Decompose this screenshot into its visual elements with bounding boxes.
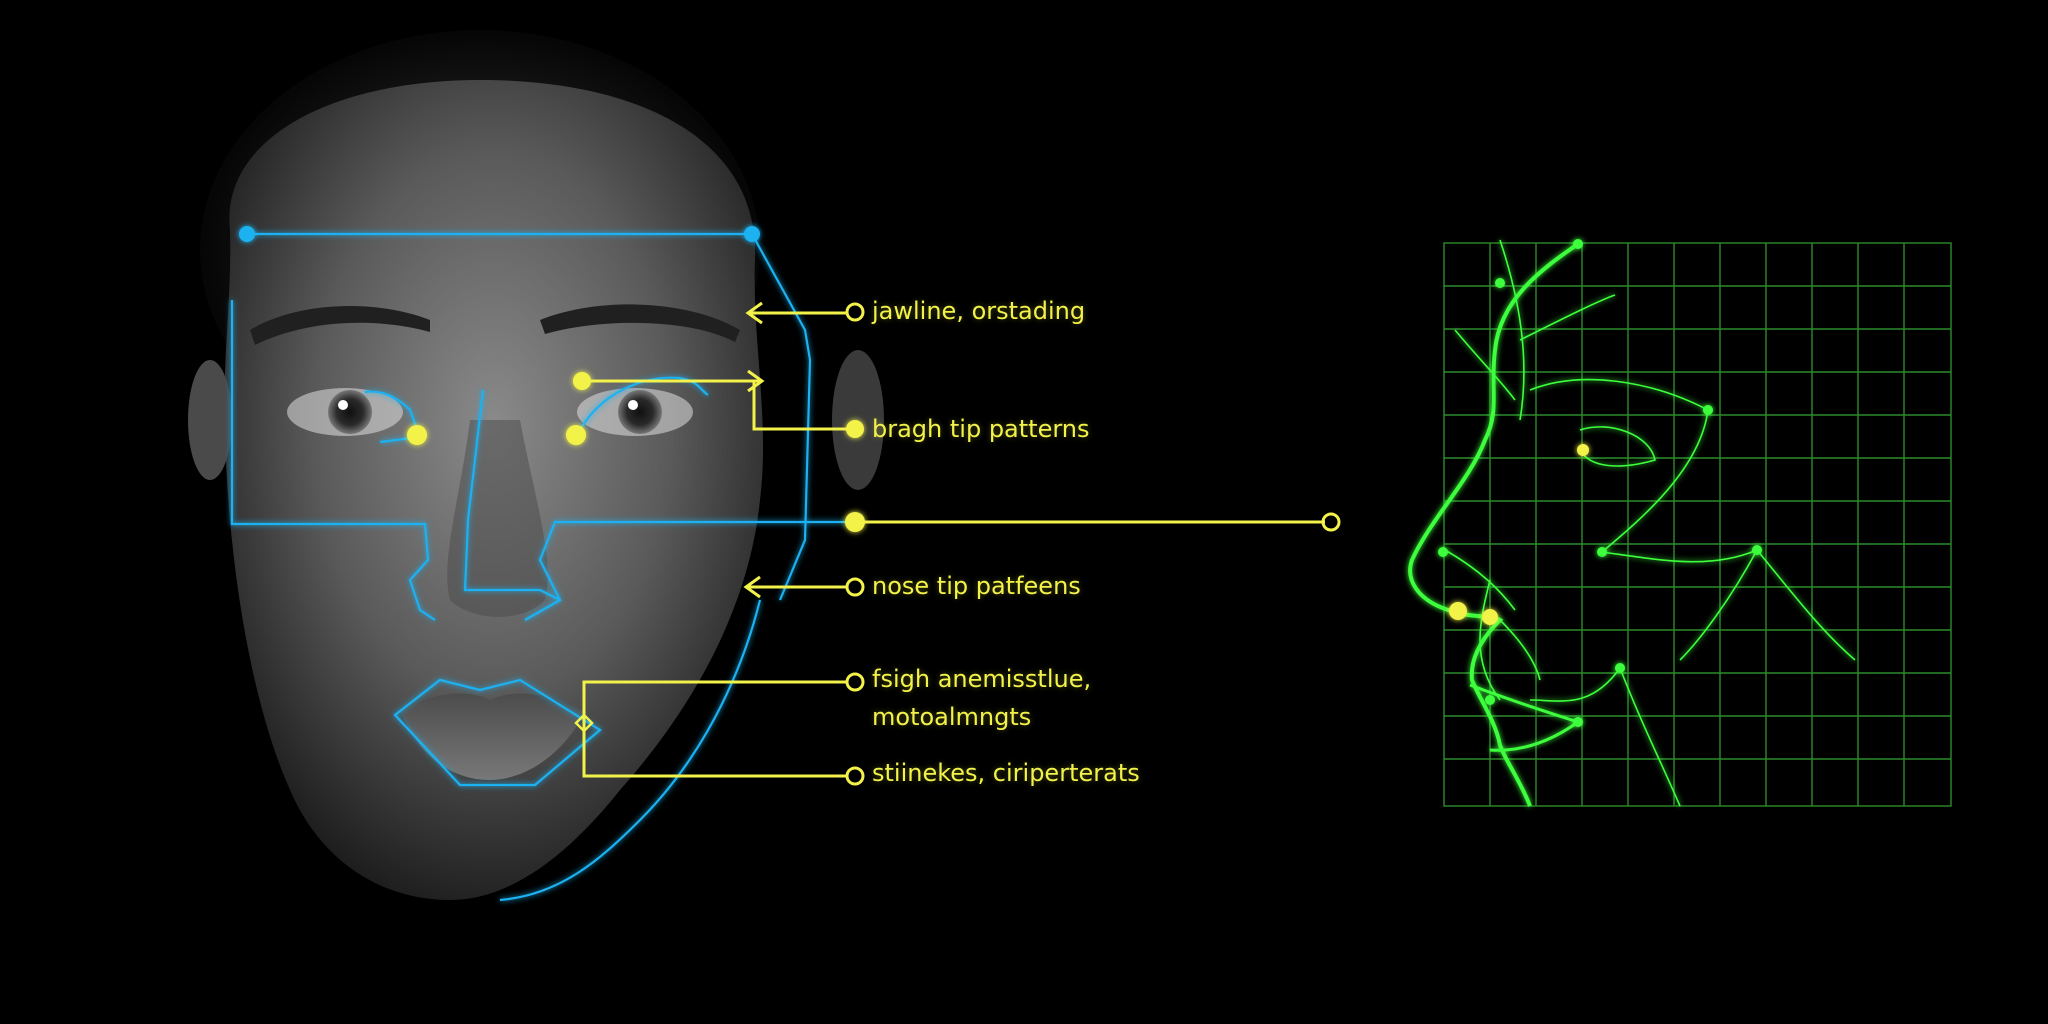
label-jawline: jawline, orstading <box>872 292 1085 330</box>
profile-points <box>1438 239 1762 727</box>
lip-upper-marker <box>845 672 865 692</box>
profile-highlight-points <box>1449 444 1589 625</box>
lip-corner-diamond <box>574 713 594 733</box>
forehead-points <box>239 226 760 242</box>
profile-silhouette <box>1408 242 1580 807</box>
label-lip-lower-line1: stiinekes, ciriperterats <box>872 759 1140 787</box>
label-lip-upper-line2: motoalmngts <box>872 703 1032 731</box>
label-lip-lower: stiinekes, ciriperterats <box>872 754 1140 792</box>
face-landmark-outline <box>230 232 850 902</box>
profile-wireframe <box>1408 239 1952 807</box>
jawline-marker <box>845 302 865 322</box>
face-photo <box>188 30 884 900</box>
far-end-marker <box>1321 512 1341 532</box>
eye-left-point <box>407 425 427 445</box>
lips-outline <box>393 678 602 787</box>
eye-right-lower-point <box>566 425 586 445</box>
label-lip-upper: fsigh anemisstlue, motoalmngts <box>872 660 1091 736</box>
forehead-left-point <box>239 226 255 242</box>
label-jawline-line1: jawline, orstading <box>872 297 1086 325</box>
profile-grid <box>1443 242 1952 807</box>
nose-marker <box>845 577 865 597</box>
label-nose-tip: nose tip patfeens <box>872 567 1081 605</box>
label-brow-tip-line1: bragh tip patterns <box>872 415 1090 443</box>
lip-lower-marker <box>845 766 865 786</box>
jawline-arrowhead <box>745 301 763 325</box>
cheek-marker <box>845 512 865 532</box>
forehead-right-point <box>744 226 760 242</box>
label-lip-upper-line1: fsigh anemisstlue, <box>872 665 1092 693</box>
callout-markers <box>407 302 1341 786</box>
label-brow-tip: bragh tip patterns <box>872 410 1090 448</box>
callout-lines <box>582 301 1325 778</box>
brow-marker <box>846 420 864 438</box>
eye-right-upper-point <box>573 372 591 390</box>
profile-lines <box>1408 239 1856 807</box>
label-nose-tip-line1: nose tip patfeens <box>872 572 1081 600</box>
